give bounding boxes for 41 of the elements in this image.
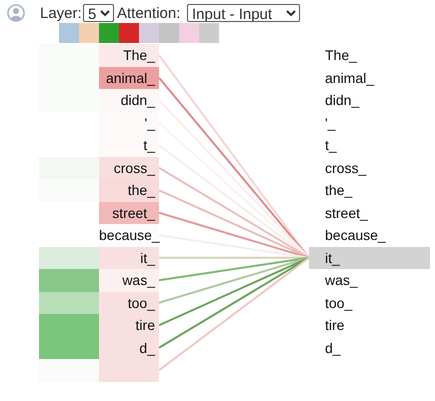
attention-line [158, 189, 310, 259]
token-cell: didn_ [309, 89, 430, 112]
token-cell: because_ [99, 224, 159, 246]
token-cell: the_ [99, 179, 159, 202]
token-cell: cross_ [309, 156, 430, 179]
token-cell: street_ [309, 202, 430, 224]
token-cell: d_ [309, 336, 430, 359]
token-cell: '_ [99, 112, 159, 134]
attention-line [158, 212, 310, 259]
token-cell: street_ [99, 202, 159, 224]
attention-line [158, 256, 310, 372]
token-cell: t_ [99, 134, 159, 156]
layer-select: 5 [83, 4, 114, 22]
token-cell: the_ [309, 179, 430, 202]
token-cell: d_ [99, 336, 159, 359]
token-cell: too_ [309, 292, 430, 314]
token-cell: it_ [309, 246, 430, 269]
token-cell: The_ [309, 44, 430, 66]
token-cell: tire [99, 314, 159, 336]
token-cell: was_ [99, 269, 159, 292]
token-cell: tire [309, 314, 430, 336]
token-cell: '_ [309, 112, 430, 134]
attention-line [158, 256, 310, 349]
layer-label: Layer: [40, 5, 82, 23]
attention-line [158, 256, 310, 304]
attention-line [158, 256, 310, 282]
token-cell: animal_ [99, 66, 159, 89]
attention-line [158, 256, 310, 326]
token-cell: cross_ [99, 156, 159, 179]
token-cell: it_ [99, 246, 159, 269]
token-cell: animal_ [309, 66, 430, 89]
attention-line [158, 166, 310, 259]
attention-label: Attention: [117, 5, 180, 23]
attention-select: Input - Input [187, 4, 300, 22]
token-cell: because_ [309, 224, 430, 246]
token-cell: The_ [99, 44, 159, 66]
token-cell: t_ [309, 134, 430, 156]
token-cell: didn_ [99, 89, 159, 112]
attention-line [158, 234, 310, 259]
token-cell: was_ [309, 269, 430, 292]
token-cell: too_ [99, 292, 159, 314]
